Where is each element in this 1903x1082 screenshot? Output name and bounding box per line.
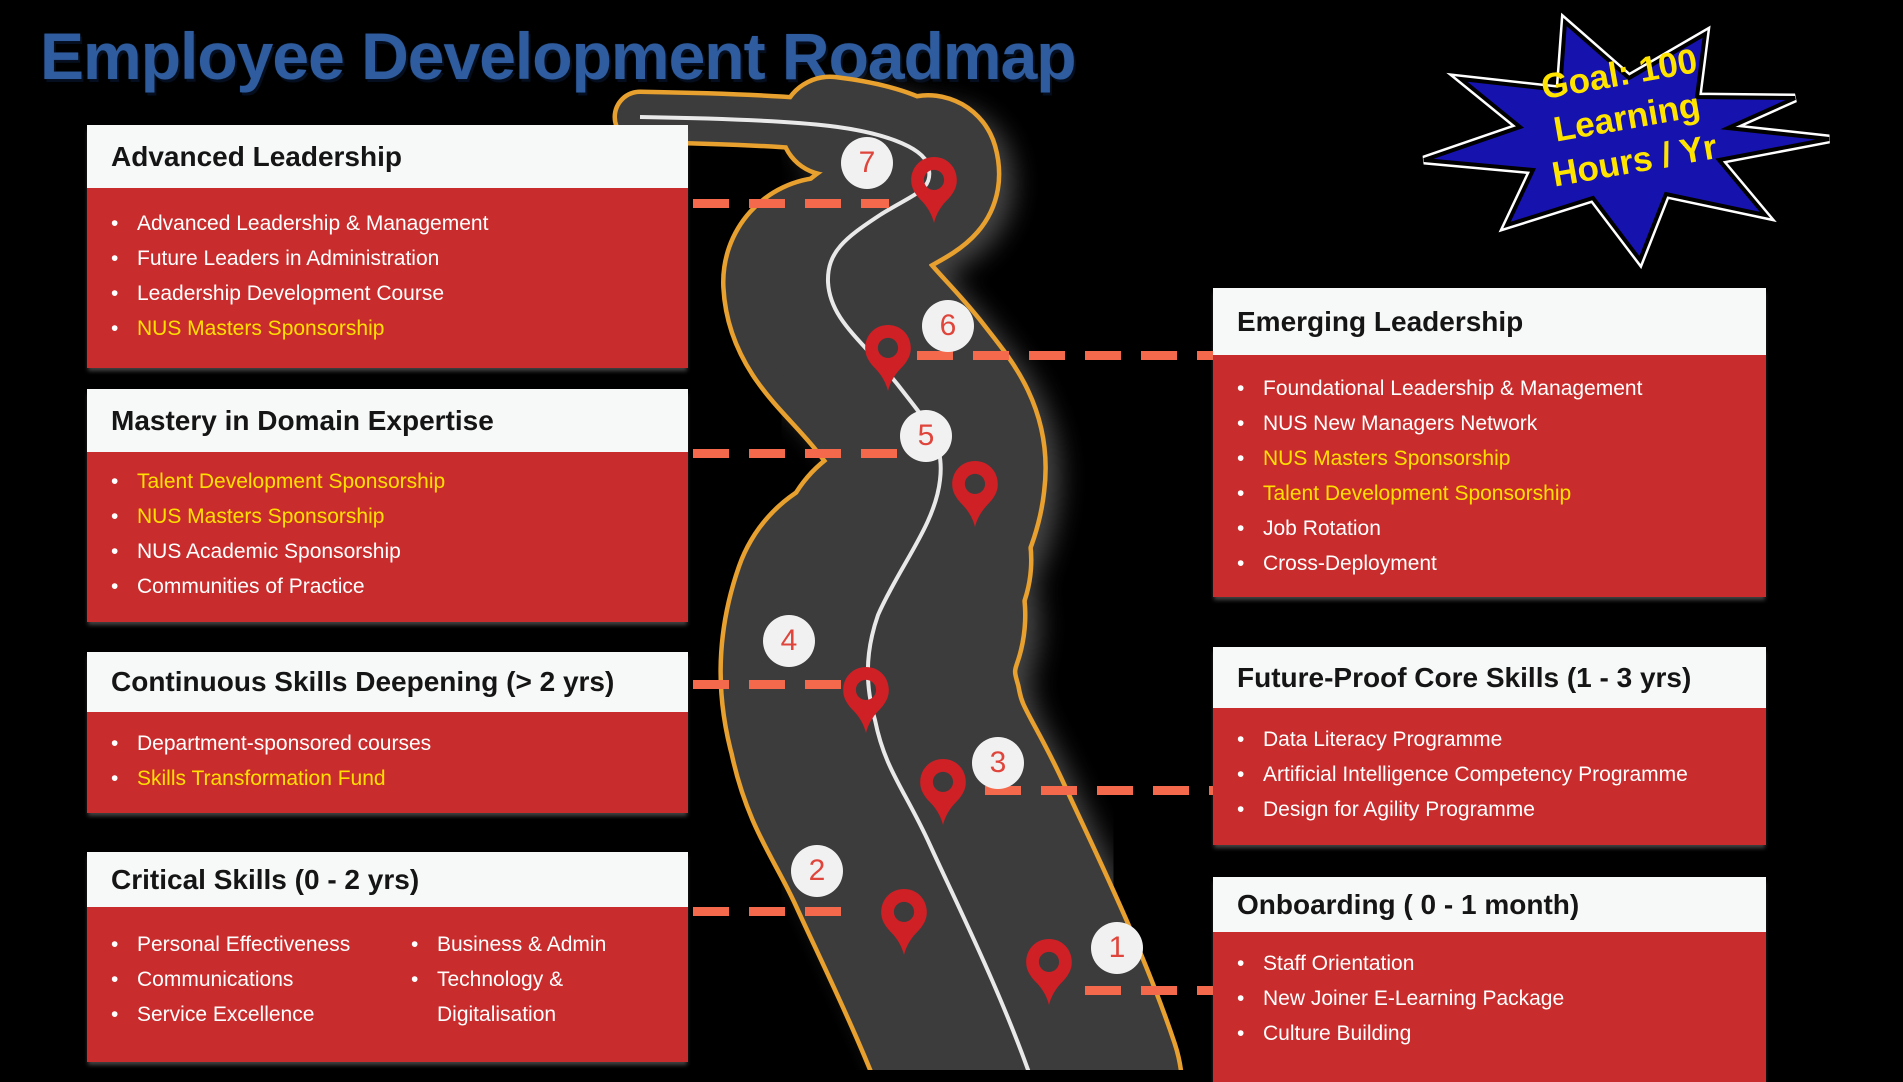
bullet-item: Future Leaders in Administration [97,241,680,276]
bullet-item: NUS Masters Sponsorship [1223,441,1758,476]
bullet-item: NUS New Managers Network [1223,406,1758,441]
bullet-item: Cross-Deployment [1223,546,1758,581]
panel-body: Data Literacy ProgrammeArtificial Intell… [1213,708,1766,845]
panel-body: Personal EffectivenessCommunicationsServ… [87,907,688,1062]
milestone-number-6: 6 [922,300,974,352]
location-pin-icon-2 [881,888,927,956]
panel-title: Critical Skills (0 - 2 yrs) [87,852,688,907]
bullet-item: Culture Building [1223,1016,1758,1051]
connector-3 [985,786,1213,795]
connector-2 [693,907,853,916]
connector-4 [693,680,841,689]
panel-title: Future-Proof Core Skills (1 - 3 yrs) [1213,647,1766,708]
page-title: Employee Development Roadmap [40,19,1077,93]
panel-title: Continuous Skills Deepening (> 2 yrs) [87,652,688,712]
starburst-shape [1423,17,1830,265]
bullet-item: NUS Masters Sponsorship [97,311,680,346]
panel-onboarding: Onboarding ( 0 - 1 month)Staff Orientati… [1213,877,1766,1082]
bullet-item: Data Literacy Programme [1223,722,1758,757]
bullet-item: Communications [97,962,397,997]
connector-6 [917,351,1213,360]
bullet-item: Talent Development Sponsorship [1223,476,1758,511]
bullet-item: Advanced Leadership & Management [97,206,680,241]
bullet-item: Business & Admin [397,927,680,962]
panel-body: Department-sponsored coursesSkills Trans… [87,712,688,813]
location-pin-icon-4 [843,666,889,734]
location-pin-icon-7 [911,156,957,224]
bullet-item: Artificial Intelligence Competency Progr… [1223,757,1758,792]
bullet-item: Service Excellence [97,997,397,1032]
bullet-item: Department-sponsored courses [97,726,680,761]
panel-mastery-domain-expertise: Mastery in Domain ExpertiseTalent Develo… [87,389,688,622]
panel-advanced-leadership: Advanced LeadershipAdvanced Leadership &… [87,125,688,368]
road-asphalt [640,117,1035,1070]
panel-title: Emerging Leadership [1213,288,1766,355]
panel-future-proof-core-skills: Future-Proof Core Skills (1 - 3 yrs)Data… [1213,647,1766,845]
bullet-item: Talent Development Sponsorship [97,464,680,499]
location-pin-icon-5 [952,460,998,528]
panel-body: Staff OrientationNew Joiner E-Learning P… [1213,932,1766,1082]
milestone-number-4: 4 [763,615,815,667]
milestone-number-7: 7 [841,137,893,189]
goal-starburst [1422,12,1830,270]
milestone-number-3: 3 [972,737,1024,789]
bullet-item: Staff Orientation [1223,946,1758,981]
bullet-item: Job Rotation [1223,511,1758,546]
panel-title: Advanced Leadership [87,125,688,188]
panel-title: Mastery in Domain Expertise [87,389,688,452]
bullet-item: Leadership Development Course [97,276,680,311]
road-centerline [639,115,1031,1070]
connector-1 [1085,986,1213,995]
panel-body: Advanced Leadership & ManagementFuture L… [87,188,688,368]
bullet-item: NUS Academic Sponsorship [97,534,680,569]
bullet-item: NUS Masters Sponsorship [97,499,680,534]
location-pin-icon-1 [1026,938,1072,1006]
bullet-item: Foundational Leadership & Management [1223,371,1758,406]
panel-continuous-skills-deepening: Continuous Skills Deepening (> 2 yrs)Dep… [87,652,688,813]
connector-7 [693,199,889,208]
panel-body: Foundational Leadership & ManagementNUS … [1213,355,1766,597]
bullet-item: Skills Transformation Fund [97,761,680,796]
panel-critical-skills: Critical Skills (0 - 2 yrs)Personal Effe… [87,852,688,1062]
panel-emerging-leadership: Emerging LeadershipFoundational Leadersh… [1213,288,1766,597]
location-pin-icon-3 [920,758,966,826]
milestone-number-5: 5 [900,410,952,462]
panel-body: Talent Development SponsorshipNUS Master… [87,452,688,622]
bullet-item: Technology & Digitalisation [397,962,680,1032]
bullet-item: Communities of Practice [97,569,680,604]
bullet-item: New Joiner E-Learning Package [1223,981,1758,1016]
milestone-number-2: 2 [791,845,843,897]
panel-title: Onboarding ( 0 - 1 month) [1213,877,1766,932]
milestone-number-1: 1 [1091,922,1143,974]
connector-5 [693,449,915,458]
bullet-item: Design for Agility Programme [1223,792,1758,827]
bullet-item: Personal Effectiveness [97,927,397,962]
location-pin-icon-6 [865,324,911,392]
